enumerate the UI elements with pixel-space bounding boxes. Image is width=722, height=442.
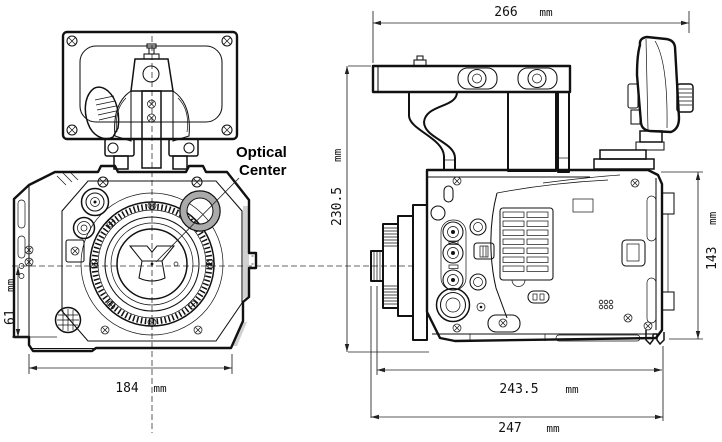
center-lines [12,36,415,433]
rear-panel [572,178,675,346]
optical-center-callout: Optical Center [155,144,287,263]
dim-total-height-unit: mm [331,148,344,162]
side-view [370,35,694,346]
dim-front-width-value: 184 [115,381,139,396]
dim-optical-center-height-value: 61 [3,309,18,325]
dimension-optical-center-height: 61 mm [3,267,57,338]
dim-top-width-unit: mm [539,6,553,19]
dimension-top-width: 266 mm [372,5,690,63]
bnc-connector [80,187,110,217]
dimension-total-height: 230.5 mm [330,65,429,353]
dimension-front-width: 184 mm [28,354,233,396]
mount-cap-logo [128,245,179,282]
top-handle [371,55,572,173]
dim-total-height-value: 230.5 [330,187,345,226]
front-view [12,30,258,353]
monitor [61,30,239,170]
speaker-grille [54,306,82,334]
dimension-total-depth: 247 mm [370,286,663,436]
dimension-body-height: 143 mm [661,171,720,340]
dimension-body-depth: 243.5 mm [376,286,664,421]
dim-body-height-value: 143 [705,247,720,270]
lens-mount-side [370,204,428,341]
lens-mount-front [80,192,224,336]
dimensions: 266 mm 230.5 mm 61 mm 184 mm 143 [3,5,720,436]
dim-front-width-unit: mm [153,382,167,395]
front-body [12,164,258,353]
dim-body-height-unit: mm [706,211,719,225]
vent-door [487,179,609,333]
diopter-knob [676,83,694,113]
dim-body-depth-unit: mm [565,383,579,396]
connector-panel [430,176,495,333]
dim-body-depth-value: 243.5 [499,382,538,397]
base-plate [432,333,652,342]
dim-total-depth-unit: mm [546,422,560,435]
side-body [370,168,675,346]
dim-total-depth-value: 247 [498,421,521,436]
optical-center-label-line1: Optical [236,144,287,161]
viewfinder [593,35,694,170]
optical-center-label-line2: Center [239,162,287,179]
dim-optical-center-height-unit: mm [4,278,17,292]
dim-top-width-value: 266 [494,5,517,20]
